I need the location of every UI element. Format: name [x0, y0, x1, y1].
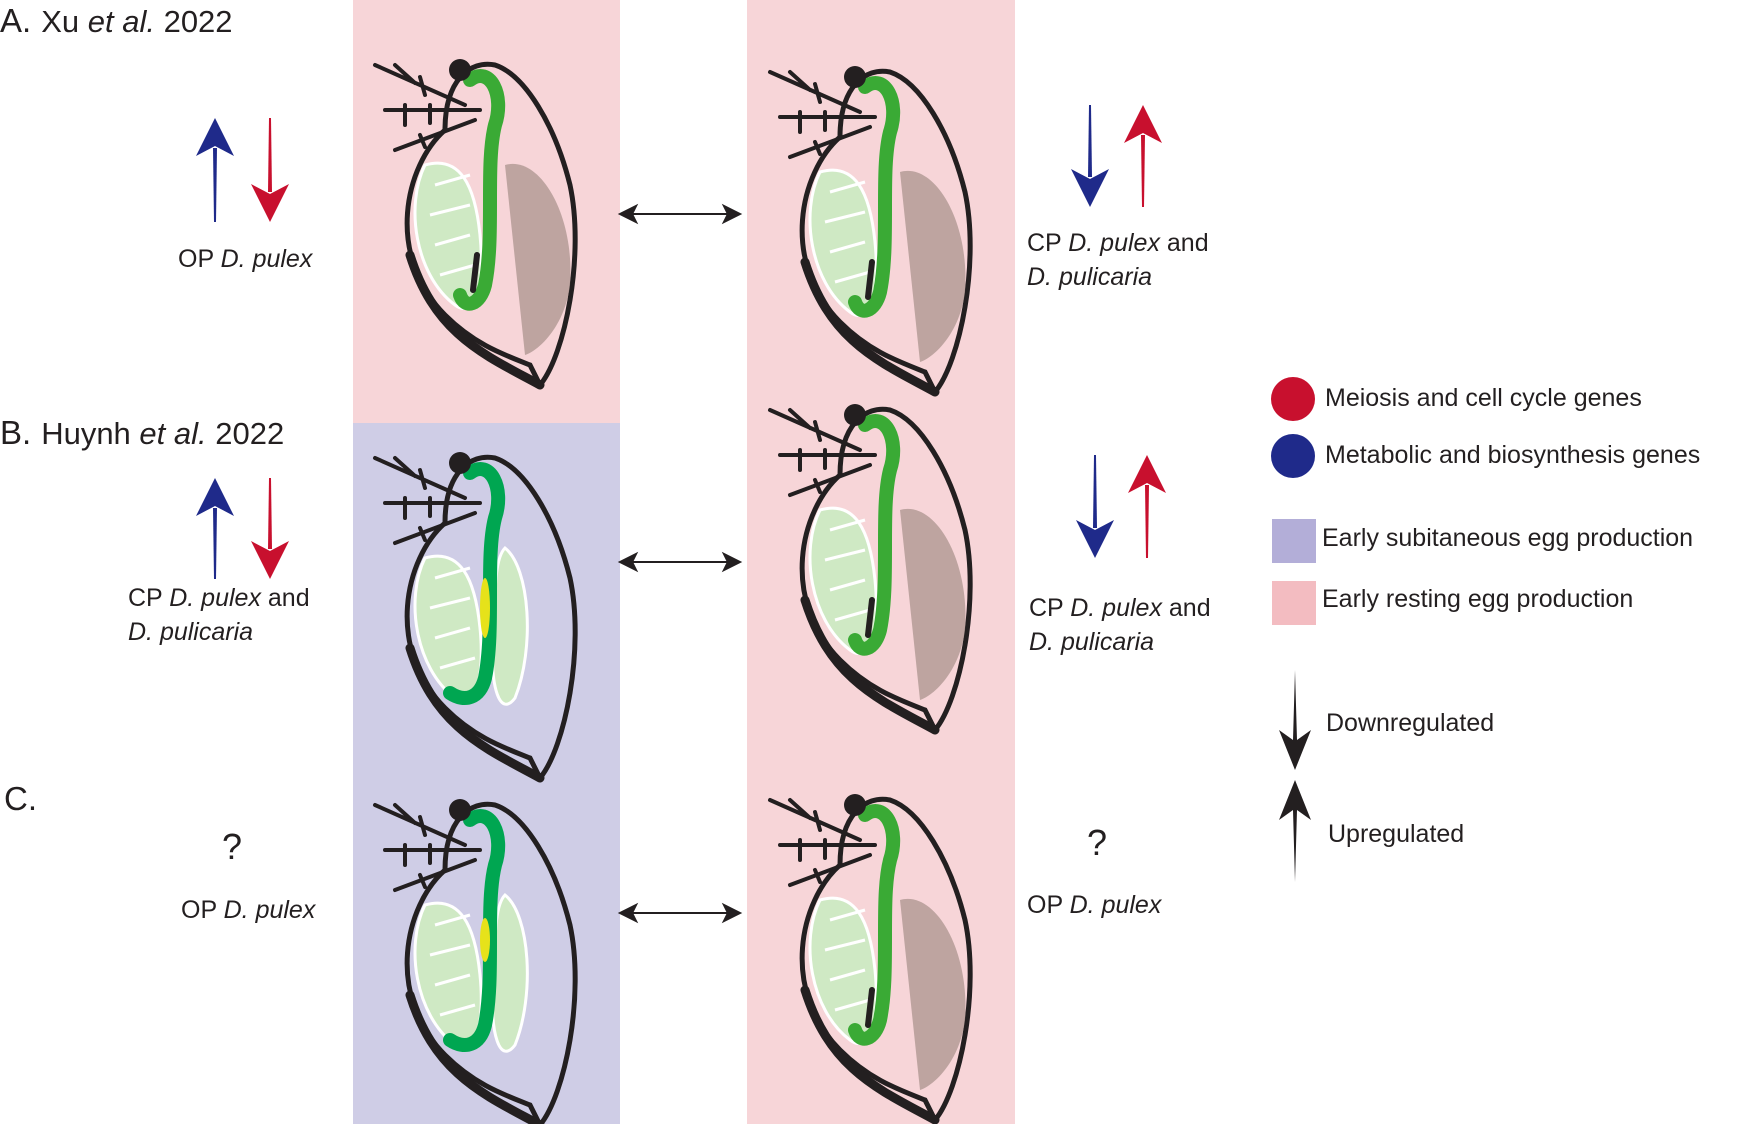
- legend-pink-square: [1272, 581, 1316, 625]
- legend-blue-label: Metabolic and biosynthesis genes: [1325, 441, 1701, 469]
- legend-down-label: Downregulated: [1326, 709, 1495, 737]
- legend-down-arrow: [1279, 670, 1311, 770]
- daphnia-c-right: [768, 794, 973, 1124]
- a-left-species: OP D. pulex: [178, 245, 313, 273]
- double-arrow-c-right-head: [721, 902, 743, 924]
- section-0-right-red-up-arrow: [1124, 105, 1162, 207]
- daphnia-brown-egg: [505, 163, 571, 355]
- section-c-label: C.: [4, 780, 37, 817]
- section-a-label: A.Xu et al. 2022: [0, 2, 233, 39]
- legend-up-label: Upregulated: [1328, 820, 1465, 848]
- daphnia-yellow-eggs: [480, 578, 490, 638]
- c-left-species: OP D. pulex: [181, 896, 316, 924]
- section-0-left-red-down-arrow: [251, 118, 289, 222]
- double-arrow-b-right-head: [721, 551, 743, 573]
- section-b-label: B.Huynh et al. 2022: [0, 414, 285, 451]
- legend-purple-square: [1272, 519, 1316, 563]
- section-0-right-blue-down-arrow: [1071, 105, 1109, 207]
- a-right-species: CP D. pulex and D. pulicaria: [1027, 229, 1209, 291]
- section-1-left-blue-up-arrow: [196, 478, 234, 579]
- c-right-species: OP D. pulex: [1027, 891, 1162, 919]
- legend-blue-dot: [1271, 434, 1315, 478]
- double-arrow-a-right-head: [721, 203, 743, 225]
- c-left-question-mark: ?: [222, 826, 243, 867]
- b-right-species: CP D. pulex and D. pulicaria: [1029, 594, 1211, 656]
- daphnia-lung-lines: [429, 173, 476, 277]
- legend-purple-label: Early subitaneous egg production: [1322, 524, 1694, 552]
- legend-red-dot: [1271, 377, 1315, 421]
- double-arrow-b-left-head: [617, 551, 639, 573]
- section-1-left-red-down-arrow: [251, 478, 289, 579]
- daphnia-a-right: [768, 66, 973, 397]
- legend-pink-label: Early resting egg production: [1322, 585, 1634, 613]
- daphnia-b-left: [373, 452, 578, 783]
- double-arrow-a-left-head: [617, 203, 639, 225]
- legend-red-label: Meiosis and cell cycle genes: [1325, 384, 1642, 412]
- c-right-question-mark: ?: [1087, 822, 1108, 863]
- section-1-right-red-up-arrow: [1128, 455, 1166, 558]
- legend-up-arrow: [1279, 780, 1311, 882]
- daphnia-b-right: [768, 404, 973, 735]
- daphnia-eye: [449, 59, 471, 81]
- daphnia-antennae: [373, 63, 482, 152]
- section-0-left-blue-up-arrow: [196, 118, 234, 222]
- daphnia-c-left: [373, 799, 578, 1124]
- daphnia-gut: [453, 69, 506, 311]
- daphnia-a-left: [373, 59, 578, 390]
- daphnia-shell-bottom: [405, 250, 545, 390]
- double-arrow-c-left-head: [617, 902, 639, 924]
- daphnia-gut-end: [470, 252, 480, 293]
- b-left-species: CP D. pulex and D. pulicaria: [128, 584, 310, 646]
- section-1-right-blue-down-arrow: [1076, 455, 1114, 558]
